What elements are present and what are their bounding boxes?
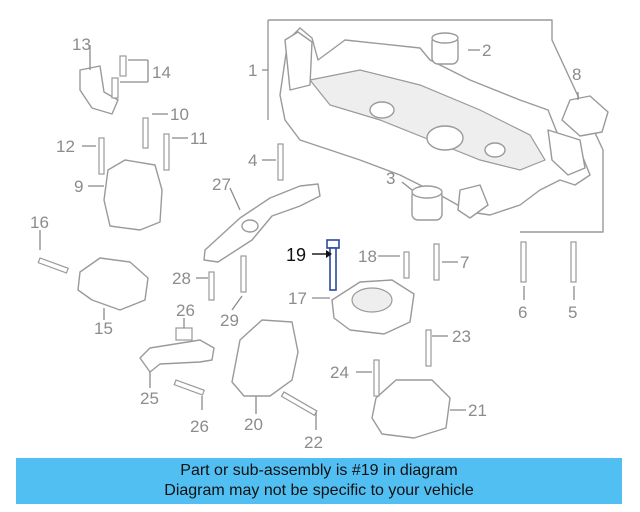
callout-14: 14 [152, 63, 171, 82]
callout-16: 16 [30, 213, 49, 232]
callout-4: 4 [248, 151, 257, 170]
mount-21 [371, 379, 451, 439]
gray-bolts [37, 55, 577, 417]
callout-6: 6 [518, 303, 527, 322]
callout-25: 25 [140, 389, 159, 408]
callout-18: 18 [358, 247, 377, 266]
callout-9: 9 [74, 177, 83, 196]
callout-13: 13 [72, 35, 91, 54]
parts-diagram: 1 2 3 4 5 6 7 8 9 10 11 12 13 14 15 16 1… [30, 19, 609, 452]
callout-24: 24 [330, 363, 349, 382]
callout-26b: 26 [190, 417, 209, 436]
callout-1: 1 [248, 61, 257, 80]
callout-2: 2 [482, 41, 491, 60]
callout-15: 15 [94, 319, 113, 338]
mount-bushing-2 [431, 32, 459, 65]
callout-10: 10 [170, 105, 189, 124]
callout-26a: 26 [176, 301, 195, 320]
callout-5: 5 [568, 303, 577, 322]
mount-15 [77, 257, 149, 311]
torque-arm-27 [203, 183, 321, 263]
bracket-13 [79, 65, 119, 115]
callout-12: 12 [56, 137, 75, 156]
callout-23: 23 [452, 327, 471, 346]
mount-9 [103, 159, 163, 231]
mount-bushing-3 [411, 185, 443, 221]
leader-lines [39, 45, 579, 430]
plate-8 [561, 95, 609, 137]
callout-20: 20 [244, 415, 263, 434]
bolt-19-highlighted [326, 239, 340, 291]
callout-27: 27 [212, 175, 231, 194]
callout-3: 3 [386, 169, 395, 188]
link-25 [139, 339, 215, 373]
callout-19-highlighted: 19 [286, 245, 306, 265]
banner-line-2: Diagram may not be specific to your vehi… [164, 482, 474, 499]
callout-21: 21 [468, 401, 487, 420]
callout-8: 8 [572, 65, 581, 84]
callout-17: 17 [288, 289, 307, 308]
callout-28: 28 [172, 269, 191, 288]
callout-22: 22 [304, 433, 323, 452]
callout-labels: 1 2 3 4 5 6 7 8 9 10 11 12 13 14 15 16 1… [30, 35, 581, 452]
callout-7: 7 [460, 253, 469, 272]
info-banner: Part or sub-assembly is #19 in diagram D… [16, 458, 622, 504]
banner-line-1: Part or sub-assembly is #19 in diagram [180, 462, 458, 479]
callout-29: 29 [220, 311, 239, 330]
subframe-crossmember [267, 19, 604, 233]
callout-11: 11 [190, 129, 208, 148]
bracket-20 [231, 319, 299, 397]
